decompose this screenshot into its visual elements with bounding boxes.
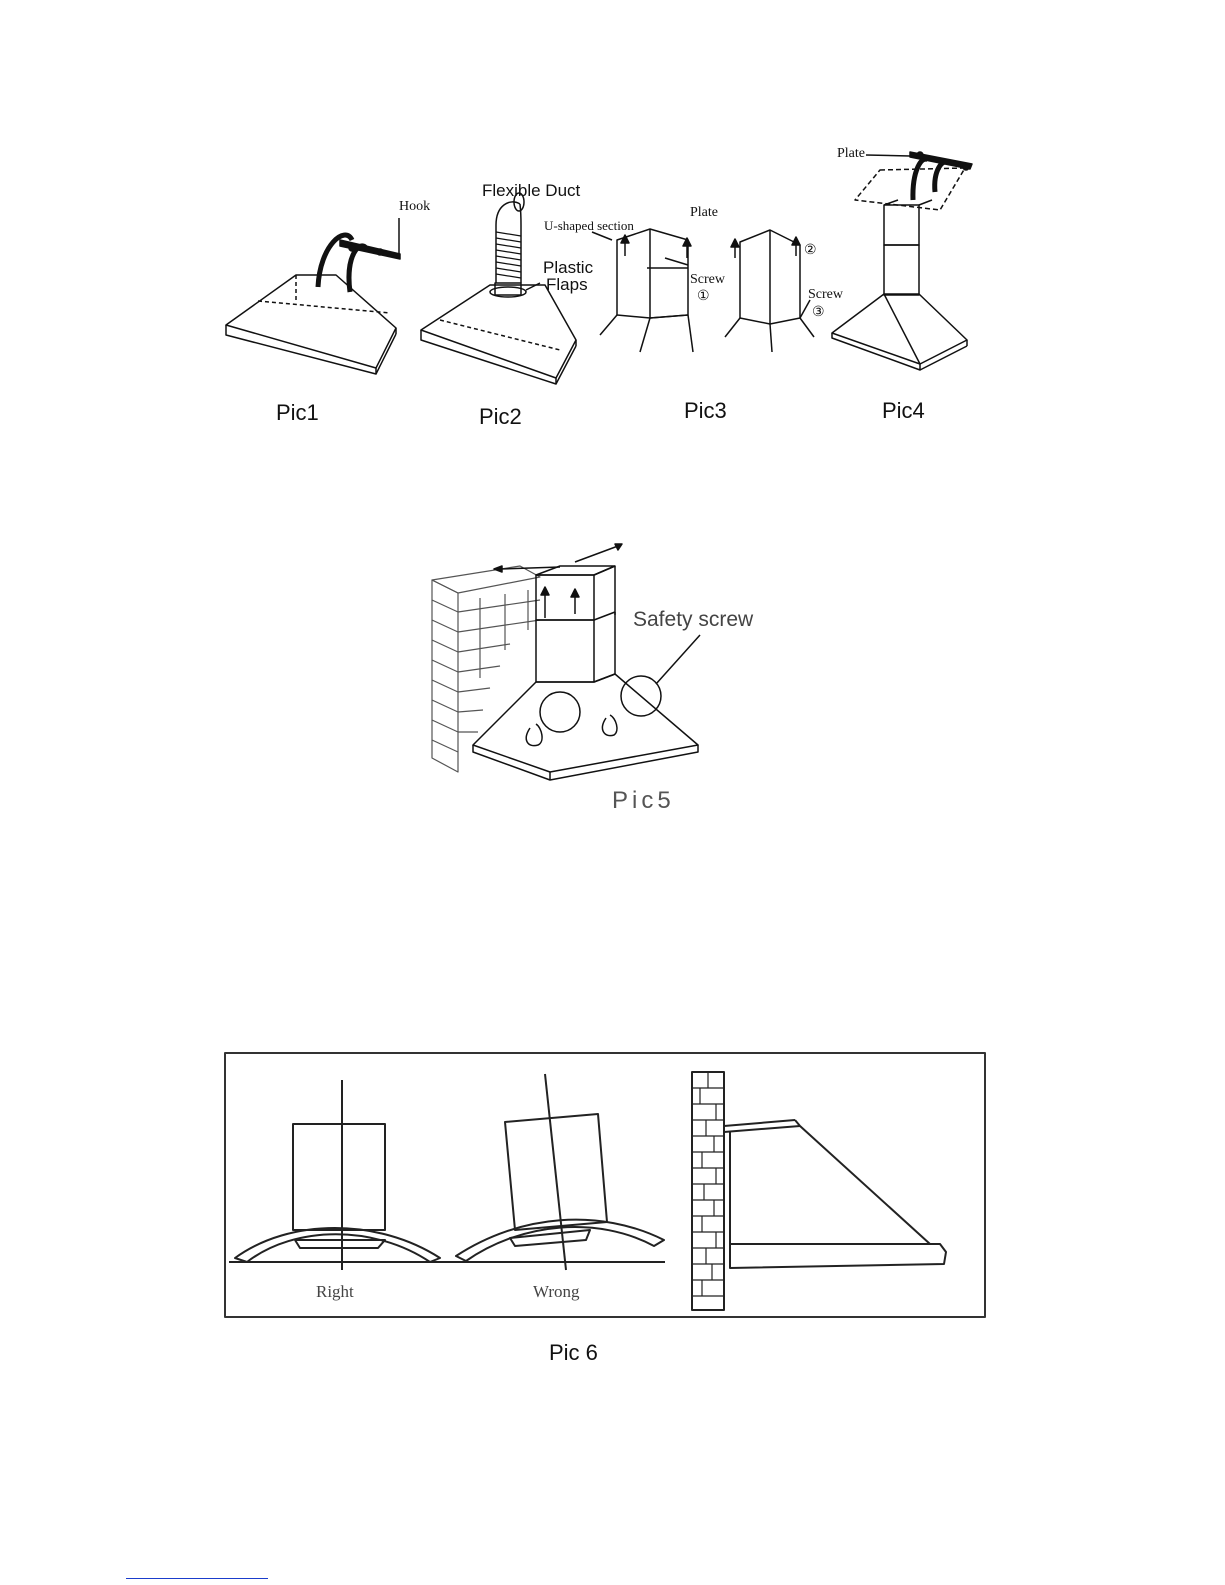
pic1-caption: Pic1: [276, 400, 319, 426]
screw-1-label: Screw: [690, 272, 725, 288]
safety-screw-label: Safety screw: [633, 608, 753, 632]
right-label: Right: [316, 1282, 354, 1302]
u-shaped-section-label: U-shaped section: [544, 218, 634, 234]
pic6-caption: Pic 6: [549, 1340, 598, 1366]
screw-1-number: ①: [697, 288, 710, 305]
pic5-caption: Pic5: [612, 787, 675, 815]
wrong-label: Wrong: [533, 1282, 580, 1302]
pic5-wall-mount-drawing: [432, 544, 700, 780]
screw-3-number: ③: [812, 304, 825, 321]
hook-label: Hook: [399, 199, 430, 215]
pic6-frame-drawing: [225, 1053, 985, 1317]
pic4-caption: Pic4: [882, 398, 925, 424]
screw-3-label: Screw: [808, 287, 843, 303]
step-2-number: ②: [804, 242, 817, 259]
pic4-plate-label: Plate: [837, 146, 865, 162]
pic2-caption: Pic2: [479, 404, 522, 430]
pic1-hood-drawing: [226, 218, 400, 374]
pic3-caption: Pic3: [684, 398, 727, 424]
flexible-duct-label: Flexible Duct: [482, 181, 580, 201]
pic3-plate-label: Plate: [690, 205, 718, 221]
pic4-assembled-drawing: [832, 152, 972, 370]
plastic-flaps-label-line2: Flaps: [546, 275, 588, 295]
footer-separator: [126, 1578, 268, 1579]
